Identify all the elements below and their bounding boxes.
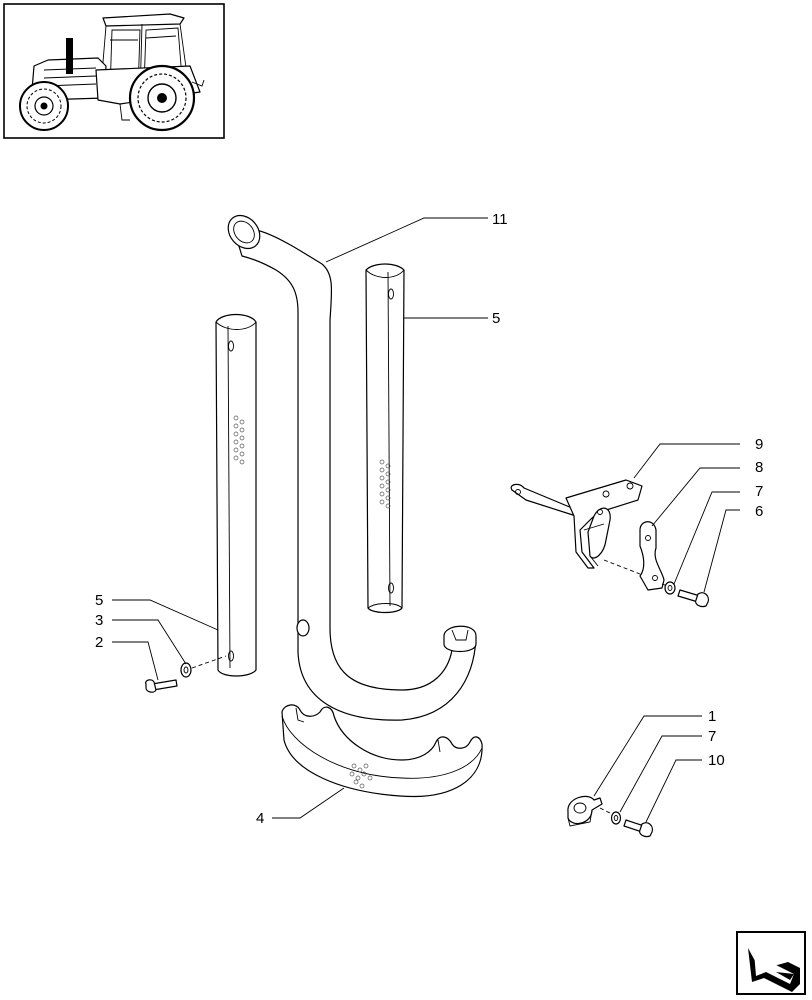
callout-5-left: 5 <box>95 592 103 609</box>
tractor-thumbnail <box>3 3 225 139</box>
assembly-line-bracket <box>603 559 641 575</box>
bolt-left <box>145 679 178 693</box>
callout-1: 1 <box>708 708 716 725</box>
next-page-button[interactable] <box>736 931 806 995</box>
callout-2: 2 <box>95 634 103 651</box>
bottom-heat-shield <box>281 704 483 798</box>
bolt-lower-right <box>623 819 653 838</box>
assembly-line-left <box>191 655 227 669</box>
callout-3: 3 <box>95 612 103 629</box>
callout-11: 11 <box>492 211 508 228</box>
callout-7-lower: 7 <box>708 728 716 745</box>
tractor-icon <box>19 13 205 132</box>
support-bracket <box>510 479 643 569</box>
leader-lines <box>112 217 740 823</box>
washer-upper-right <box>664 581 676 595</box>
p-clip <box>567 795 603 827</box>
callout-6: 6 <box>755 503 763 520</box>
washer-left <box>180 662 192 678</box>
callout-4: 4 <box>256 810 264 827</box>
callout-labels: 11 5 9 8 7 6 5 3 2 1 7 10 4 <box>95 211 763 827</box>
heat-shield-right <box>365 263 405 614</box>
pipe-clamp-half <box>639 521 665 591</box>
bolt-upper-right <box>677 589 709 608</box>
assembly-line-lower-right <box>599 807 613 815</box>
callout-8: 8 <box>755 459 763 476</box>
exhaust-pipe <box>227 214 477 721</box>
assembly-line-upper-right <box>661 583 669 587</box>
callout-10: 10 <box>708 752 725 769</box>
next-page-arrow-icon <box>748 948 800 992</box>
callout-7-upper: 7 <box>755 483 763 500</box>
washer-lower-right <box>610 811 622 825</box>
callout-5-right: 5 <box>492 310 500 327</box>
heat-shield-left <box>215 313 257 677</box>
callout-9: 9 <box>755 436 763 453</box>
